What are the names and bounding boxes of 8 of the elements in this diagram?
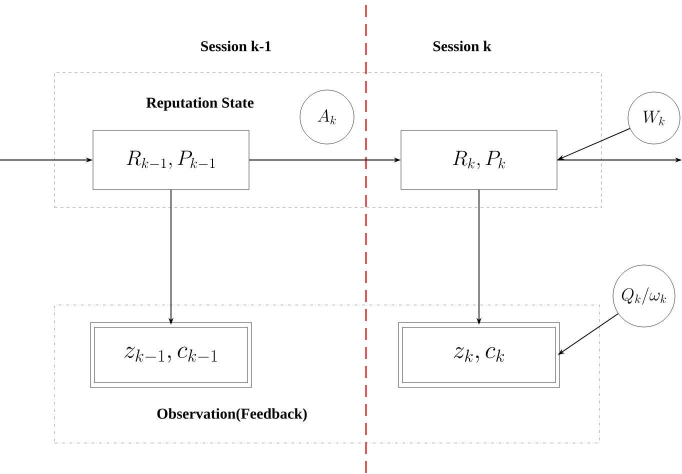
observation-box: $z_{k-1}, c_{k-1}$ (90, 322, 252, 388)
session-label: Session k-1 (201, 40, 271, 52)
state-box: $R_{k-1}, P_{k-1}$ (92, 130, 250, 190)
session-label: Session k (433, 40, 492, 52)
group-title: Reputation State (146, 97, 254, 111)
group-title: Observation(Feedback) (157, 408, 307, 422)
state-box: $R_{k}, P_{k}$ (400, 130, 558, 190)
observation-box: $z_{k}, c_{k}$ (398, 322, 560, 388)
